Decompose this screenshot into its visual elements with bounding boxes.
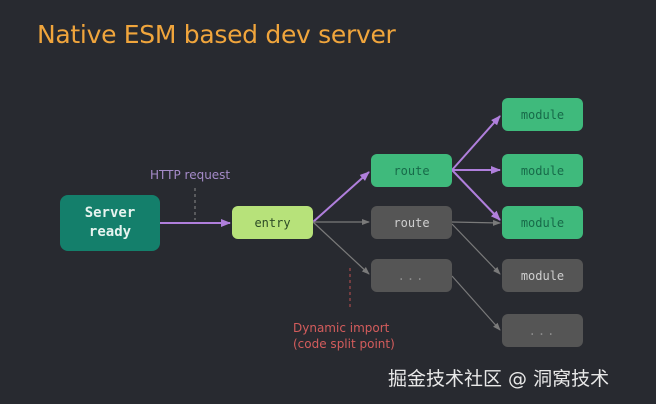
watermark: 掘金技术社区 @ 洞窝技术 bbox=[388, 368, 610, 390]
edge-route-1-module-3 bbox=[451, 169, 501, 221]
module-label: module bbox=[520, 215, 565, 230]
route-label: route bbox=[393, 163, 430, 178]
edge-route-2-module-3 bbox=[451, 219, 501, 226]
server-ready-label: Server ready bbox=[84, 205, 136, 240]
edge-route-1-module-1 bbox=[451, 115, 501, 171]
edge-route-3-module-5 bbox=[451, 275, 501, 331]
edge-entry-route-1 bbox=[312, 171, 370, 223]
route-node-1: route bbox=[371, 154, 452, 187]
route-node-3: ... bbox=[371, 259, 452, 292]
module-node-5: ... bbox=[502, 314, 583, 347]
http-request-label: HTTP request bbox=[150, 168, 231, 182]
edge-entry-route-3 bbox=[312, 221, 370, 275]
module-node-1: module bbox=[502, 98, 583, 131]
edge-route-2-module-4 bbox=[451, 223, 501, 275]
module-node-2: module bbox=[502, 154, 583, 187]
server-ready-node: Server ready bbox=[60, 195, 160, 251]
route-node-2: route bbox=[371, 206, 452, 239]
module-node-4: module bbox=[502, 259, 583, 292]
route-label: ... bbox=[397, 268, 426, 283]
dynamic-import-line-2: (code split point) bbox=[293, 337, 395, 351]
module-label: module bbox=[520, 107, 565, 122]
module-label: ... bbox=[528, 323, 557, 338]
dynamic-import-line-1: Dynamic import bbox=[293, 321, 390, 335]
dynamic-import-label: Dynamic import (code split point) bbox=[293, 320, 395, 352]
diagram-title: Native ESM based dev server bbox=[37, 20, 396, 49]
entry-node: entry bbox=[232, 206, 313, 239]
module-label: module bbox=[520, 268, 565, 283]
route-label: route bbox=[393, 215, 430, 230]
module-label: module bbox=[520, 163, 565, 178]
module-node-3: module bbox=[502, 206, 583, 239]
entry-label: entry bbox=[254, 215, 291, 230]
